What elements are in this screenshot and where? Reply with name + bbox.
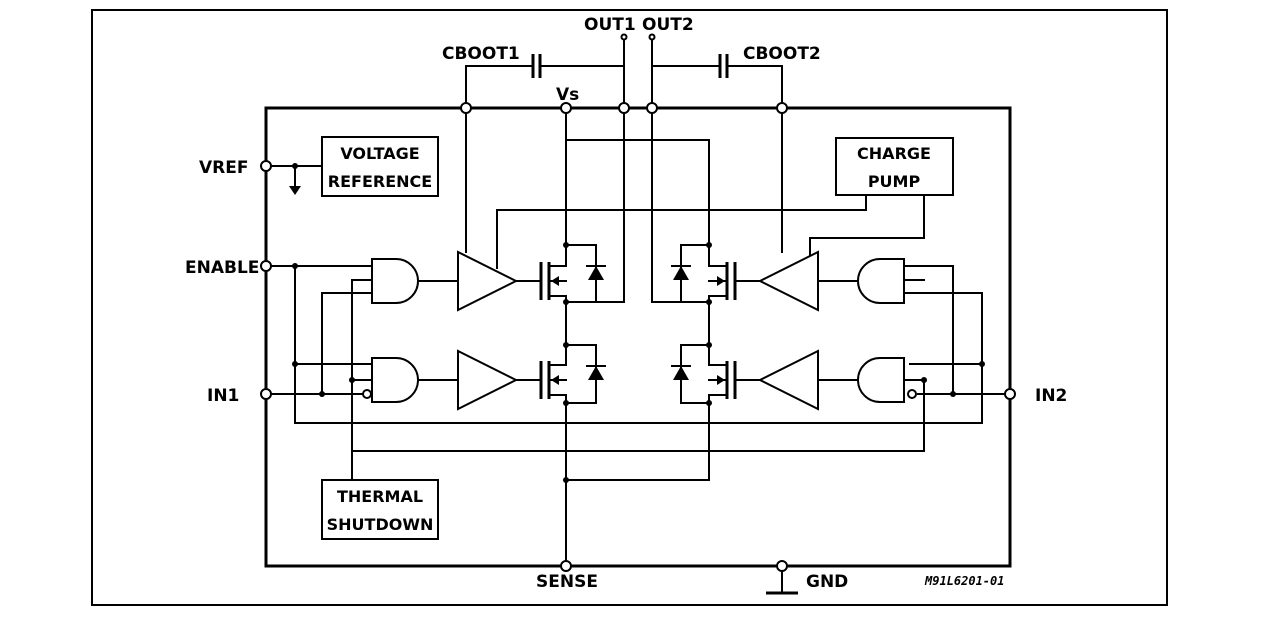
pin-sense (560, 560, 572, 572)
label-out1: OUT1 (584, 15, 636, 35)
enable-wiring (265, 263, 985, 424)
charge-pump-wiring (496, 194, 925, 269)
driver-low-right (757, 349, 819, 411)
thermal-shutdown-block (321, 479, 439, 540)
pin-out1 (618, 102, 630, 114)
pin-gnd (776, 560, 788, 572)
voltage-reference-line2: REFERENCE (328, 172, 432, 191)
label-enable: ENABLE (185, 258, 259, 278)
charge-pump-line2: PUMP (868, 172, 921, 191)
cboot1-capacitor (465, 54, 625, 109)
in1-wiring (265, 292, 373, 397)
out2-node (651, 107, 710, 303)
and-gate-in2-right (857, 357, 905, 403)
pin-out2 (646, 102, 658, 114)
pin-in1 (260, 388, 272, 400)
charge-pump-line1: CHARGE (857, 144, 931, 163)
driver-high-right (757, 250, 819, 312)
driver-high-left (457, 250, 519, 312)
vs-rail (565, 107, 710, 246)
sense-wiring (563, 402, 710, 567)
mosfet-high-left (515, 242, 606, 306)
voltage-reference-block (321, 136, 439, 197)
label-out2: OUT2 (642, 15, 694, 35)
in2-wiring (903, 265, 1011, 397)
label-in2: IN2 (1035, 386, 1067, 406)
pin-vs (560, 102, 572, 114)
label-vref: VREF (199, 158, 248, 178)
thermal-shutdown-line2: SHUTDOWN (327, 515, 434, 534)
thermal-shutdown-wiring (349, 279, 927, 481)
in2-inverter-bubble (907, 389, 917, 399)
label-gnd: GND (806, 572, 848, 592)
vref-wiring (265, 163, 323, 195)
pin-cboot2 (776, 102, 788, 114)
label-cboot2: CBOOT2 (743, 44, 821, 64)
charge-pump-block (835, 137, 954, 196)
ic-outline (264, 106, 1012, 568)
driver-low-left (457, 349, 519, 411)
mosfet-low-left (515, 342, 606, 406)
pin-enable (260, 260, 272, 272)
and-gate-enable-left (371, 258, 419, 304)
in1-inverter-bubble (362, 389, 372, 399)
gate-driver-links (417, 280, 859, 381)
pin-cboot1 (460, 102, 472, 114)
label-sense: SENSE (536, 572, 598, 592)
out1-node (565, 107, 625, 303)
voltage-reference-line1: VOLTAGE (340, 144, 419, 163)
figure-code: M91L6201-01 (924, 574, 1004, 588)
label-cboot1: CBOOT1 (442, 44, 520, 64)
label-in1: IN1 (207, 386, 239, 406)
pin-in2 (1004, 388, 1016, 400)
figure-frame (91, 9, 1168, 606)
thermal-shutdown-line1: THERMAL (337, 487, 423, 506)
mosfet-high-right (671, 242, 761, 306)
and-gate-enable-right (857, 258, 905, 304)
label-vs: Vs (556, 85, 579, 105)
cboot2-capacitor (651, 54, 783, 109)
pin-vref (260, 160, 272, 172)
output-leads (620, 33, 656, 109)
and-gate-in1-left (371, 357, 419, 403)
mosfet-low-right (671, 342, 761, 406)
